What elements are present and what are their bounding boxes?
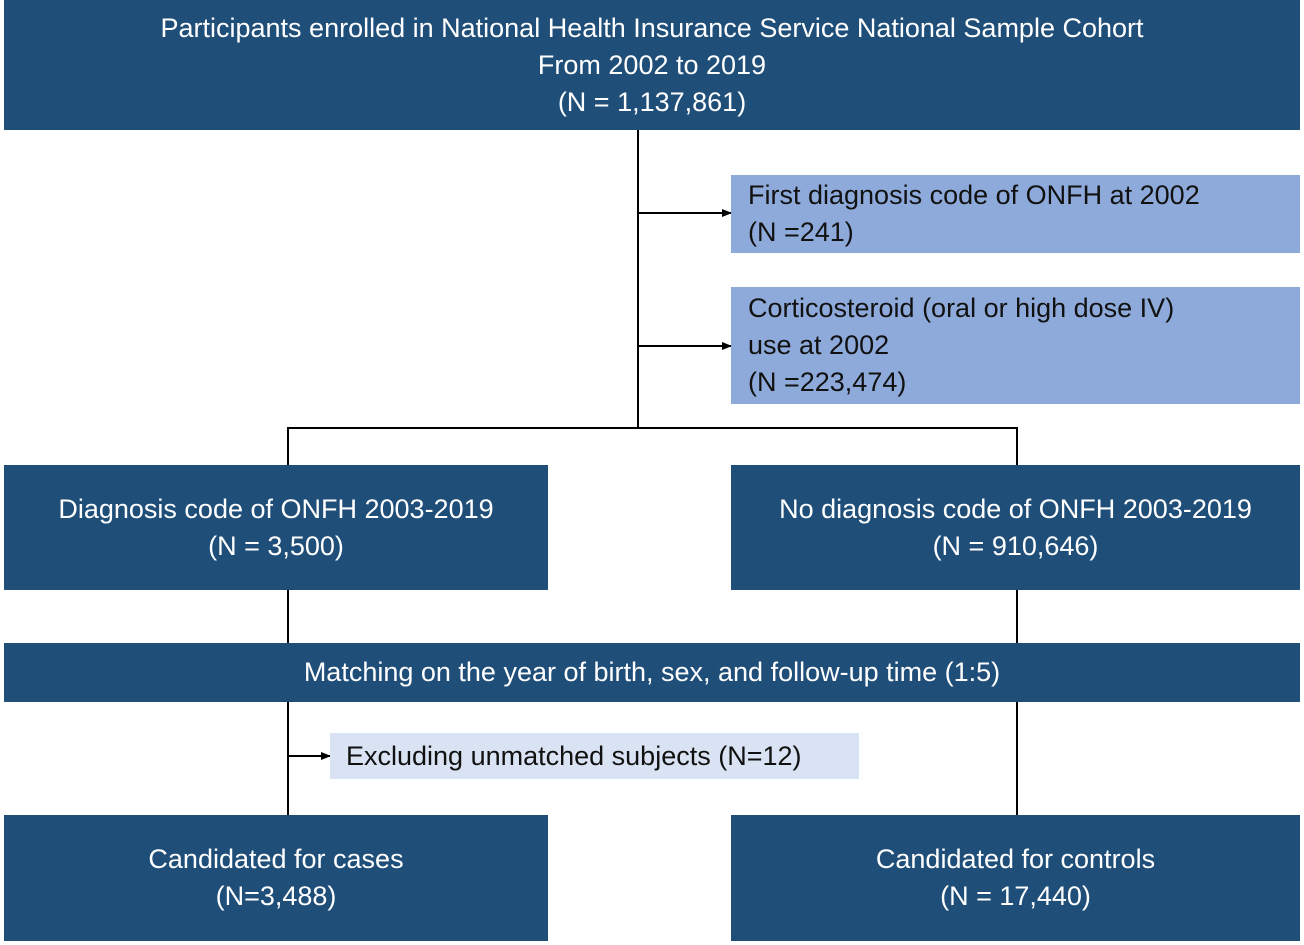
cohort-period: From 2002 to 2019 [537, 49, 767, 80]
cases-count: (N=3,488) [215, 881, 337, 911]
cohort-count: (N = 1,137,861) [557, 86, 747, 117]
exclusion-corticosteroid-label-2: use at 2002 [748, 330, 890, 360]
controls-box: Candidated for controls (N = 17,440) [731, 815, 1300, 941]
cohort-title: Participants enrolled in National Health… [160, 12, 1144, 43]
diagnosis-onfh-label: Diagnosis code of ONFH 2003-2019 [58, 493, 494, 524]
diagnosis-onfh-count: (N = 3,500) [208, 530, 344, 561]
no-diagnosis-onfh-count: (N = 910,646) [932, 530, 1099, 561]
cases-box: Candidated for cases (N=3,488) [4, 815, 548, 941]
no-diagnosis-onfh-label: No diagnosis code of ONFH 2003-2019 [779, 493, 1252, 524]
no-diagnosis-onfh-box: No diagnosis code of ONFH 2003-2019 (N =… [731, 465, 1300, 590]
excluding-unmatched-label: Excluding unmatched subjects (N=12) [346, 740, 802, 771]
exclusion-corticosteroid-label: Corticosteroid (oral or high dose IV) [748, 293, 1175, 323]
matching-box: Matching on the year of birth, sex, and … [4, 643, 1300, 702]
controls-label: Candidated for controls [875, 844, 1156, 874]
exclusion-corticosteroid-box: Corticosteroid (oral or high dose IV) us… [731, 287, 1300, 404]
exclusion-onfh-2002-box: First diagnosis code of ONFH at 2002 (N … [731, 175, 1300, 253]
cohort-box: Participants enrolled in National Health… [4, 0, 1300, 130]
excluding-unmatched-box: Excluding unmatched subjects (N=12) [330, 733, 859, 779]
exclusion-onfh-2002-count: (N =241) [748, 217, 854, 247]
exclusion-corticosteroid-count: (N =223,474) [748, 367, 907, 397]
diagnosis-onfh-box: Diagnosis code of ONFH 2003-2019 (N = 3,… [4, 465, 548, 590]
exclusion-onfh-2002-label: First diagnosis code of ONFH at 2002 [748, 180, 1200, 210]
cases-label: Candidated for cases [148, 844, 404, 874]
controls-count: (N = 17,440) [940, 881, 1091, 911]
matching-label: Matching on the year of birth, sex, and … [303, 657, 1001, 687]
